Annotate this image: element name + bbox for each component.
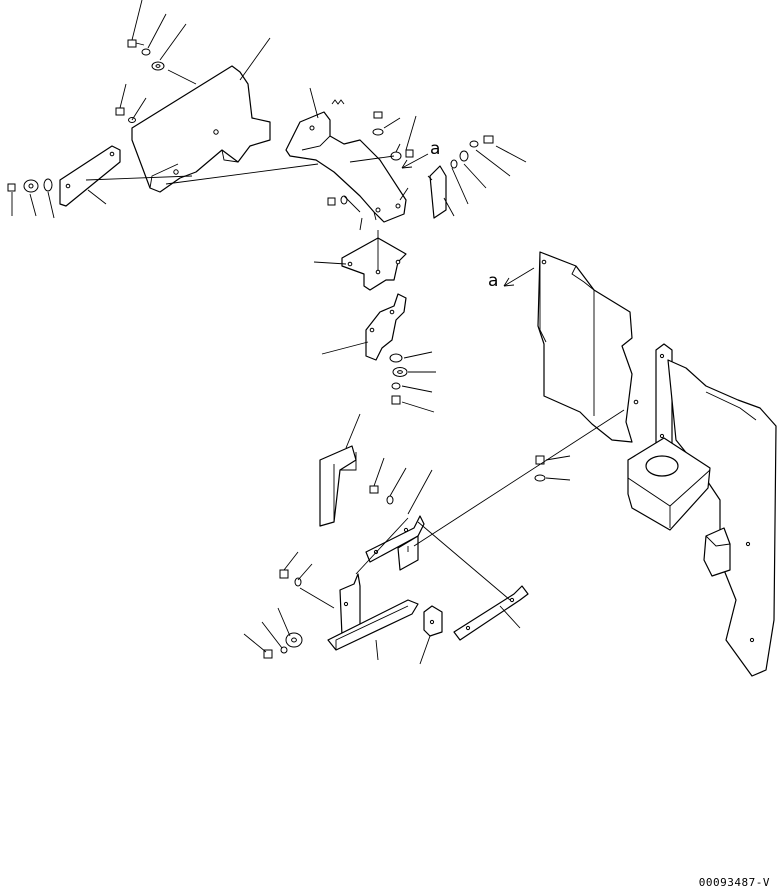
right-side-panel-assembly xyxy=(537,251,639,443)
lower-left-plate xyxy=(339,573,361,637)
leader-lines-upper-center xyxy=(309,87,527,231)
upper-left-cover-panel xyxy=(131,65,271,193)
lower-curved-plate xyxy=(397,535,419,571)
view-letter-a-top: a xyxy=(430,139,440,159)
drawing-code-label: 00093487-V xyxy=(698,876,770,889)
bolt-washer-stack-upper-center xyxy=(327,111,494,206)
middle-mounting-plate xyxy=(313,230,407,291)
view-arrow-a-top: a xyxy=(401,139,440,169)
bolt-washer-lower-left xyxy=(243,551,313,659)
bolt-washer-stack-left xyxy=(7,178,53,193)
small-block-lower xyxy=(419,605,443,665)
right-leader-lines xyxy=(407,409,625,552)
view-arrow-a-right: a xyxy=(488,267,535,291)
lower-long-beam xyxy=(327,599,419,651)
leader-lines-top-left xyxy=(11,0,319,219)
bolt-washer-stack-top-left xyxy=(115,39,165,123)
small-cover-plate-upper-right xyxy=(429,165,447,219)
right-vertical-rail xyxy=(655,343,673,449)
lower-support-rail xyxy=(365,469,433,563)
leader-lines-lower xyxy=(299,517,511,661)
right-step-housing xyxy=(627,437,711,531)
lower-channel-bracket xyxy=(319,413,361,527)
right-outer-frame xyxy=(667,359,777,677)
washer-bolt-stack-middle xyxy=(389,351,436,413)
bolt-washer-lower-right xyxy=(534,455,571,482)
left-small-cover-plate xyxy=(59,145,121,207)
lower-right-bar xyxy=(453,585,529,641)
upper-center-bracket xyxy=(285,111,407,223)
small-spring-pin xyxy=(331,99,345,105)
bolt-washer-lower-center xyxy=(369,457,407,505)
right-small-cover xyxy=(703,527,731,577)
middle-angled-bracket xyxy=(321,293,407,361)
view-letter-a-right: a xyxy=(488,271,498,291)
